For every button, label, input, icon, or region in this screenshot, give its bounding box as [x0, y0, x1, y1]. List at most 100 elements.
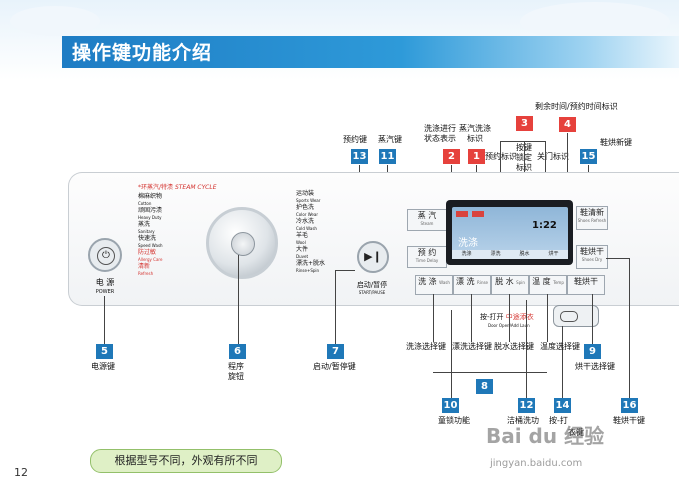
number-badge-14: 14 [554, 398, 571, 413]
door-open-button[interactable] [553, 305, 599, 327]
dry-key-label: 烘干选择键 [575, 362, 615, 371]
leader-line [629, 258, 630, 398]
wash-select-button[interactable]: 洗 涤 Wash [415, 275, 453, 295]
lcd-time: 1:22 [532, 220, 557, 231]
number-badge-5: 5 [96, 344, 113, 359]
watermark-url: jingyan.baidu.com [490, 458, 583, 469]
preset-icon-label: 预约标识 [485, 152, 517, 161]
leader-line [104, 296, 105, 344]
leader-line [500, 141, 546, 142]
number-badge-2: 2 [443, 149, 460, 164]
number-badge-8: 8 [476, 379, 493, 394]
number-badge-12: 12 [518, 398, 535, 413]
rinse-key-label: 漂洗选择键 [452, 342, 492, 351]
spin-button-label: 脱 水 [495, 277, 514, 286]
leader-line [451, 310, 452, 398]
leader-line [471, 294, 472, 342]
shoe-refresh-sublabel: Shoes Refresh [577, 218, 607, 223]
start-pause-sublabel: START/PAUSE [358, 290, 386, 295]
start-key-label: 启动/暂停键 [313, 362, 356, 371]
steam-button-sublabel: Steam [420, 221, 434, 226]
number-badge-7: 7 [327, 344, 344, 359]
preset-key-label: 预约键 [343, 135, 367, 144]
program-dial[interactable] [206, 207, 278, 279]
lcd-tab: 烘干 [548, 251, 559, 257]
preset-button-sublabel: Time Delay [415, 258, 439, 263]
leader-line [547, 294, 548, 342]
spin-select-button[interactable]: 脱 水 Spin [491, 275, 529, 295]
temp-button-label: 温 度 [532, 277, 551, 286]
power-icon: ⏻ [97, 247, 115, 265]
number-badge-3: 3 [516, 116, 533, 131]
spin-button-sublabel: Spin [516, 280, 525, 285]
door-open-sublabel: Door Open/Add Laun [488, 323, 530, 328]
add-laundry-label-2: 衣键 [568, 428, 584, 437]
leader-line [433, 294, 434, 342]
model-variation-note: 根据型号不同，外观有所不同 [90, 449, 282, 473]
power-button[interactable]: ⏻ [88, 238, 122, 272]
temp-select-button[interactable]: 温 度 Temp [529, 275, 567, 295]
number-badge-16: 16 [621, 398, 638, 413]
watermark-logo: Bai du 经验 [486, 424, 605, 448]
drum-clean-label: 洁桶洗功 [507, 416, 539, 425]
progress-indicator-icon [456, 211, 468, 217]
cloud-decoration [520, 2, 670, 42]
lcd-tab: 洗涤 [461, 251, 472, 257]
leader-line [526, 300, 527, 398]
number-badge-11: 11 [379, 149, 396, 164]
dial-label: 程序 旋钮 [228, 362, 244, 381]
wash-key-label: 洗涤选择键 [406, 342, 446, 351]
door-icon-label: 关门标识 [537, 152, 569, 161]
rinse-button-label: 漂 洗 [455, 277, 475, 286]
power-key-label: 电源键 [91, 362, 115, 371]
power-button-label: 电 源 [95, 278, 115, 287]
shoe-dry-key-label: 鞋烘干键 [613, 416, 645, 425]
dry-button-label: 鞋烘干 [574, 277, 598, 286]
leader-line [606, 258, 629, 259]
wash-button-label: 洗 涤 [418, 277, 437, 286]
page-title: 操作键功能介绍 [72, 42, 213, 64]
number-badge-4: 4 [559, 117, 576, 132]
rinse-button-sublabel: Rinse [477, 280, 489, 285]
lcd-tabs: 洗涤 漂洗 脱水 烘干 [452, 250, 568, 259]
leader-line [335, 270, 336, 344]
spin-key-label: 脱水选择键 [494, 342, 534, 351]
leader-line [562, 326, 563, 398]
dry-select-button[interactable]: 鞋烘干 [567, 275, 605, 295]
power-button-sublabel: POWER [95, 289, 115, 295]
shoe-dry-sublabel: Shoes Dry [581, 257, 603, 262]
lcd-tab: 脱水 [519, 251, 530, 257]
leader-line [509, 294, 510, 342]
rinse-select-button[interactable]: 漂 洗 Rinse [453, 275, 491, 295]
number-badge-10: 10 [442, 398, 459, 413]
title-bar [62, 36, 679, 68]
child-lock-label: 童锁功能 [438, 416, 470, 425]
number-badge-15: 15 [580, 149, 597, 164]
steam-indicator-icon [472, 211, 484, 217]
lcd-screen: 洗涤 1:22 洗涤漂洗脱水烘干 [452, 207, 568, 259]
steam-key-label: 蒸汽键 [378, 135, 402, 144]
temp-button-sublabel: Temp [553, 280, 564, 285]
lcd-mode-text: 洗涤 [458, 238, 478, 249]
remaining-time-label: 剩余时间/预约时间标识 [535, 102, 618, 111]
start-pause-button[interactable]: ▶❙ [357, 241, 389, 273]
door-open-note: 按-打开 中途添衣 [480, 313, 534, 321]
door-open-icon [560, 311, 578, 322]
shoe-dry-new-label: 鞋烘新键 [600, 138, 632, 147]
lcd-tab: 漂洗 [490, 251, 501, 257]
number-badge-1: 1 [468, 149, 485, 164]
number-badge-13: 13 [351, 149, 368, 164]
start-pause-label: 启动/暂停 [356, 281, 388, 289]
